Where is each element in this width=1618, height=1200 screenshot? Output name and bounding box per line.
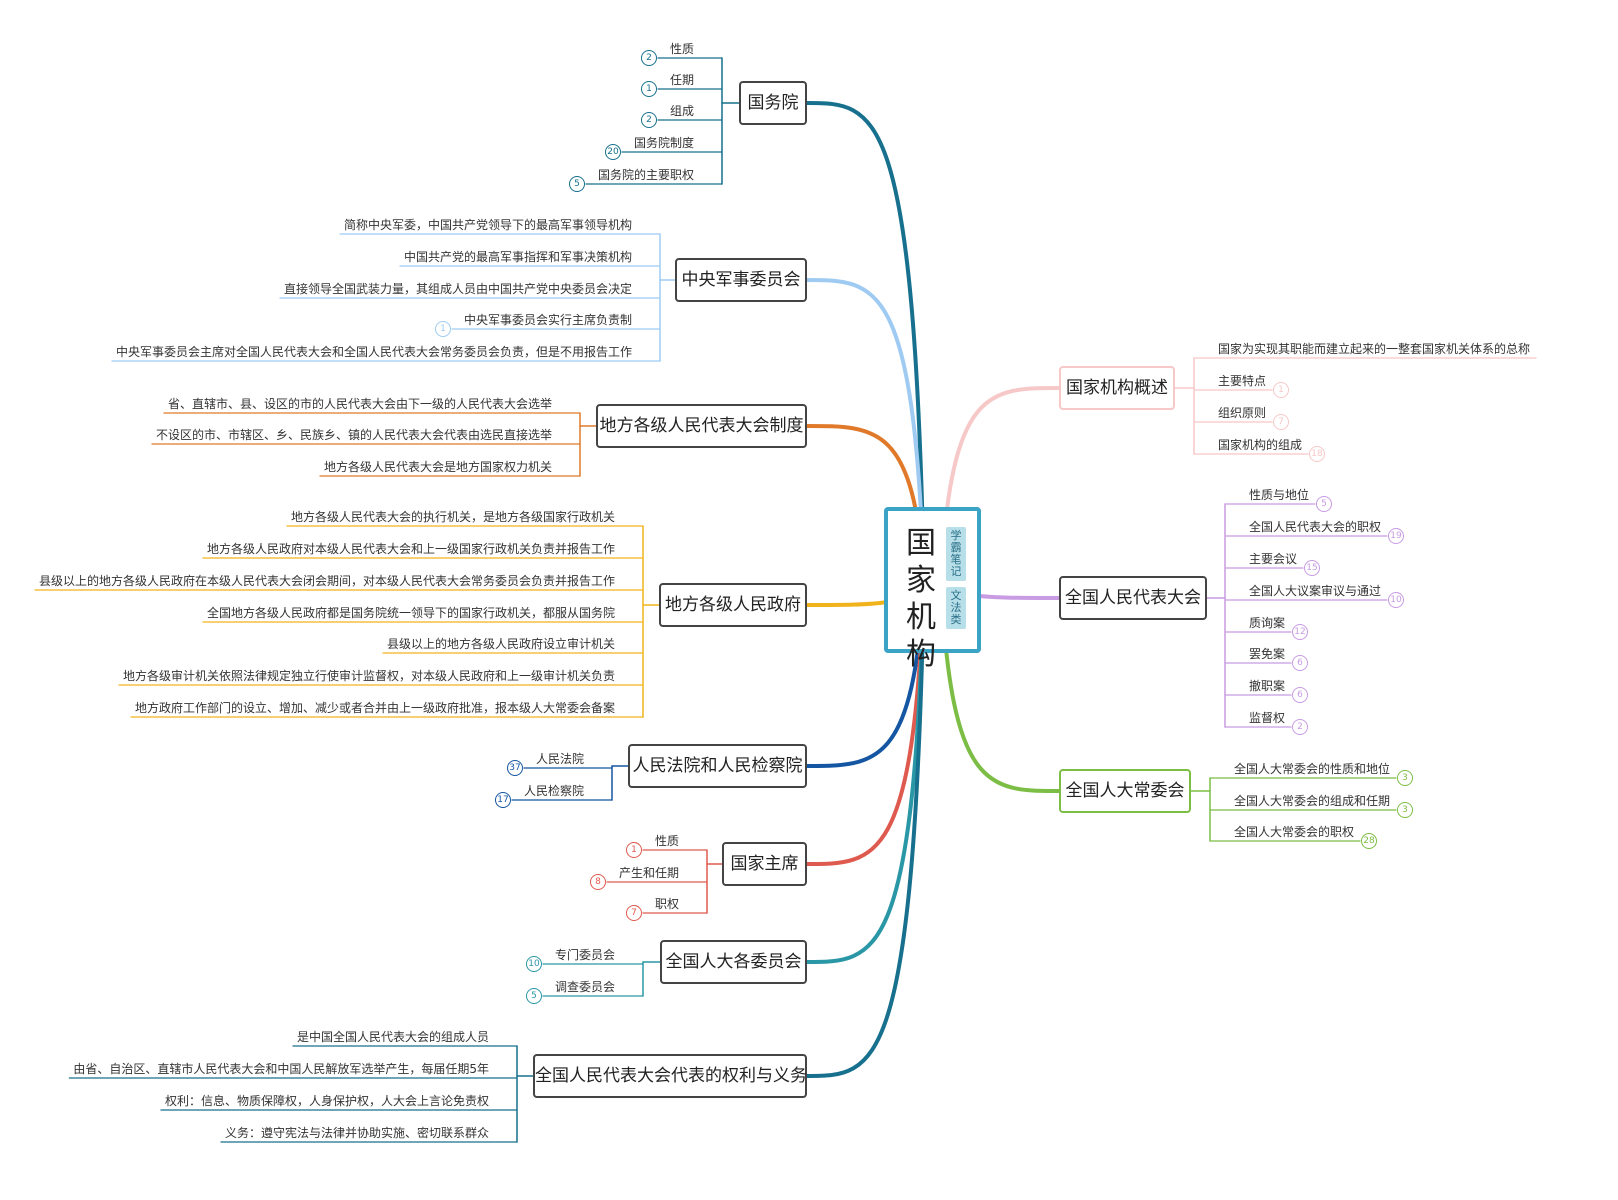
leaf-difang-zhengfu[interactable]: 地方各级审计机关依照法律规定独立行使审计监督权，对本级人民政府和上一级审计机关负… bbox=[122, 669, 615, 683]
child-count-badge[interactable]: 6 bbox=[1292, 687, 1309, 703]
topic-daibiao[interactable]: 全国人民代表大会代表的权利与义务 bbox=[533, 1054, 807, 1098]
root-tags: 学霸笔记 文法类 bbox=[946, 527, 966, 635]
leaf-geweiyuanhui[interactable]: 调查委员会 bbox=[554, 980, 615, 994]
leaf-difang-zhengfu[interactable]: 地方政府工作部门的设立、增加、减少或者合并由上一级政府批准，报本级人大常委会备案 bbox=[134, 701, 615, 715]
child-count-badge[interactable]: 2 bbox=[640, 112, 657, 128]
child-count-badge[interactable]: 37 bbox=[506, 760, 523, 776]
child-count-badge[interactable]: 1 bbox=[640, 81, 657, 97]
leaf-renda[interactable]: 撤职案 bbox=[1249, 679, 1286, 693]
leaf-renda[interactable]: 主要会议 bbox=[1249, 552, 1298, 566]
leaf-changweihui[interactable]: 全国人大常委会的职权 bbox=[1234, 825, 1355, 839]
leaf-junwei[interactable]: 中央军事委员会实行主席负责制 bbox=[463, 313, 632, 327]
root-tag-label: 文法类 bbox=[946, 587, 966, 629]
leaf-daibiao[interactable]: 权利：信息、物质保障权，人身保护权，人大会上言论免责权 bbox=[164, 1094, 489, 1108]
leaf-guowuyuan[interactable]: 组成 bbox=[669, 104, 694, 118]
child-count-badge[interactable]: 19 bbox=[1388, 528, 1405, 544]
topic-junwei[interactable]: 中央军事委员会 bbox=[675, 258, 807, 302]
leaf-junwei[interactable]: 简称中央军委，中国共产党领导下的最高军事领导机构 bbox=[343, 218, 632, 232]
child-count-badge[interactable]: 15 bbox=[1304, 560, 1321, 576]
child-count-badge[interactable]: 6 bbox=[1292, 655, 1309, 671]
root-tag-label: 学霸笔记 bbox=[946, 527, 966, 581]
child-count-badge[interactable]: 18 bbox=[1309, 446, 1326, 462]
child-count-badge[interactable]: 12 bbox=[1292, 624, 1309, 640]
leaf-gaishu[interactable]: 组织原则 bbox=[1218, 406, 1267, 420]
leaf-renda[interactable]: 全国人民代表大会的职权 bbox=[1249, 520, 1382, 534]
child-count-badge[interactable]: 10 bbox=[1388, 592, 1405, 608]
topic-fayuan[interactable]: 人民法院和人民检察院 bbox=[628, 744, 807, 788]
leaf-zhuxi[interactable]: 性质 bbox=[654, 834, 679, 848]
leaf-difang-zhengfu[interactable]: 地方各级人民政府对本级人民代表大会和上一级国家行政机关负责并报告工作 bbox=[206, 542, 615, 556]
topic-gaishu[interactable]: 国家机构概述 bbox=[1059, 366, 1175, 410]
leaf-renda[interactable]: 全国人大议案审议与通过 bbox=[1249, 584, 1382, 598]
leaf-difang-zhengfu[interactable]: 地方各级人民代表大会的执行机关，是地方各级国家行政机关 bbox=[290, 510, 615, 524]
leaf-junwei[interactable]: 直接领导全国武装力量，其组成人员由中国共产党中央委员会决定 bbox=[283, 282, 632, 296]
child-count-badge[interactable]: 5 bbox=[568, 176, 585, 192]
leaf-renda[interactable]: 罢免案 bbox=[1249, 647, 1286, 661]
child-count-badge[interactable]: 1 bbox=[1273, 382, 1290, 398]
leaf-renda[interactable]: 质询案 bbox=[1249, 616, 1286, 630]
child-count-badge[interactable]: 3 bbox=[1397, 802, 1414, 818]
leaf-difang-renda[interactable]: 地方各级人民代表大会是地方国家权力机关 bbox=[323, 460, 552, 474]
leaf-difang-renda[interactable]: 省、直辖市、县、设区的市的人民代表大会由下一级的人民代表大会选举 bbox=[167, 397, 552, 411]
leaf-junwei[interactable]: 中央军事委员会主席对全国人民代表大会和全国人民代表大会常务委员会负责，但是不用报… bbox=[115, 345, 632, 359]
root-topic[interactable]: 国家机构 学霸笔记 文法类 bbox=[884, 507, 981, 672]
leaf-gaishu[interactable]: 国家机构的组成 bbox=[1218, 438, 1303, 452]
child-count-badge[interactable]: 1 bbox=[434, 321, 451, 337]
connector-line bbox=[805, 278, 926, 582]
child-count-badge[interactable]: 7 bbox=[625, 905, 642, 921]
leaf-difang-zhengfu[interactable]: 县级以上的地方各级人民政府设立审计机关 bbox=[386, 637, 615, 651]
leaf-changweihui[interactable]: 全国人大常委会的性质和地位 bbox=[1234, 762, 1391, 776]
child-count-badge[interactable]: 2 bbox=[1292, 719, 1309, 735]
topic-zhuxi[interactable]: 国家主席 bbox=[722, 842, 807, 886]
child-count-badge[interactable]: 8 bbox=[589, 874, 606, 890]
child-count-badge[interactable]: 5 bbox=[525, 988, 542, 1004]
child-count-badge[interactable]: 3 bbox=[1397, 770, 1414, 786]
leaf-difang-renda[interactable]: 不设区的市、市辖区、乡、民族乡、镇的人民代表大会代表由选民直接选举 bbox=[155, 428, 552, 442]
leaf-guowuyuan[interactable]: 国务院的主要职权 bbox=[597, 168, 694, 182]
child-count-badge[interactable]: 2 bbox=[640, 50, 657, 66]
connector-line bbox=[805, 578, 926, 1078]
leaf-daibiao[interactable]: 由省、自治区、直辖市人民代表大会和中国人民解放军选举产生，每届任期5年 bbox=[73, 1062, 489, 1076]
child-count-badge[interactable]: 10 bbox=[525, 956, 542, 972]
leaf-difang-zhengfu[interactable]: 全国地方各级人民政府都是国务院统一领导下的国家行政机关，都服从国务院 bbox=[206, 606, 615, 620]
child-count-badge[interactable]: 20 bbox=[604, 144, 621, 160]
child-count-badge[interactable]: 17 bbox=[494, 792, 511, 808]
leaf-zhuxi[interactable]: 职权 bbox=[654, 897, 679, 911]
connector-line bbox=[805, 101, 926, 582]
leaf-junwei[interactable]: 中国共产党的最高军事指挥和军事决策机构 bbox=[403, 250, 632, 264]
root-title: 国家机构 bbox=[906, 526, 936, 672]
leaf-gaishu[interactable]: 主要特点 bbox=[1218, 374, 1267, 388]
topic-difang-renda[interactable]: 地方各级人民代表大会制度 bbox=[596, 404, 807, 448]
leaf-changweihui[interactable]: 全国人大常委会的组成和任期 bbox=[1234, 794, 1391, 808]
topic-changweihui[interactable]: 全国人大常委会 bbox=[1059, 769, 1191, 813]
child-count-badge[interactable]: 1 bbox=[625, 842, 642, 858]
leaf-renda[interactable]: 性质与地位 bbox=[1249, 488, 1310, 502]
leaf-renda[interactable]: 监督权 bbox=[1249, 711, 1286, 725]
leaf-guowuyuan[interactable]: 任期 bbox=[669, 73, 694, 87]
leaf-difang-zhengfu[interactable]: 县级以上的地方各级人民政府在本级人民代表大会闭会期间，对本级人民代表大会常务委员… bbox=[38, 574, 615, 588]
leaf-fayuan[interactable]: 人民检察院 bbox=[523, 784, 584, 798]
leaf-gaishu[interactable]: 国家为实现其职能而建立起来的一整套国家机关体系的总称 bbox=[1218, 342, 1531, 356]
leaf-guowuyuan[interactable]: 国务院制度 bbox=[633, 136, 694, 150]
leaf-fayuan[interactable]: 人民法院 bbox=[535, 752, 584, 766]
topic-renda[interactable]: 全国人民代表大会 bbox=[1059, 576, 1207, 620]
topic-difang-zhengfu[interactable]: 地方各级人民政府 bbox=[659, 583, 807, 627]
leaf-daibiao[interactable]: 义务：遵守宪法与法律并协助实施、密切联系群众 bbox=[224, 1126, 489, 1140]
leaf-geweiyuanhui[interactable]: 专门委员会 bbox=[554, 948, 615, 962]
child-count-badge[interactable]: 5 bbox=[1316, 496, 1333, 512]
topic-guowuyuan[interactable]: 国务院 bbox=[739, 81, 807, 125]
leaf-guowuyuan[interactable]: 性质 bbox=[669, 42, 694, 56]
child-count-badge[interactable]: 28 bbox=[1361, 833, 1378, 849]
topic-geweiyuanhui[interactable]: 全国人大各委员会 bbox=[660, 940, 807, 984]
child-count-badge[interactable]: 7 bbox=[1273, 414, 1290, 430]
leaf-zhuxi[interactable]: 产生和任期 bbox=[618, 866, 679, 880]
leaf-daibiao[interactable]: 是中国全国人民代表大会的组成人员 bbox=[296, 1030, 489, 1044]
